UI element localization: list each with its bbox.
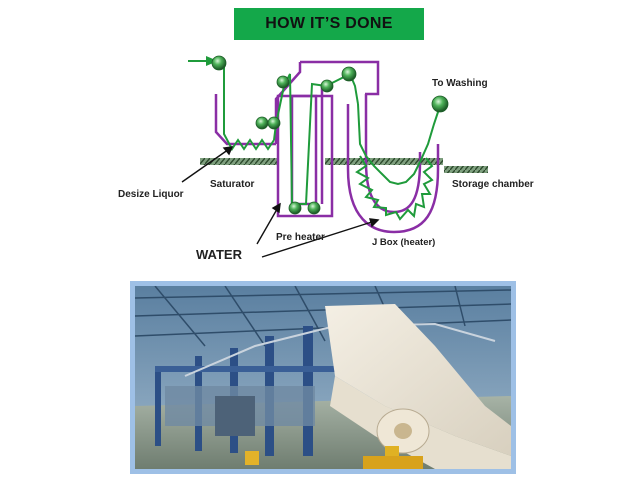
rollers [211, 55, 449, 215]
floor-bar-left [200, 158, 278, 165]
label-desize-liquor: Desize Liquor [118, 189, 184, 200]
slide-title: HOW IT’S DONE [234, 8, 424, 40]
floor-bar-right [444, 166, 488, 173]
roller-top-1 [276, 75, 290, 89]
floor-bar-mid [325, 158, 443, 165]
label-pointers [181, 146, 380, 258]
roller-bottom-1 [288, 201, 302, 215]
roller-top-2 [320, 79, 334, 93]
label-pre-heater: Pre heater [276, 232, 325, 243]
slide-title-text: HOW IT’S DONE [265, 15, 393, 32]
roller-squeeze-1 [255, 116, 269, 130]
label-storage-chamber: Storage chamber [452, 179, 534, 190]
j-box-fabric-folds [355, 155, 434, 221]
roller-entry [211, 55, 227, 71]
label-water: WATER [196, 247, 243, 262]
factory-photo [135, 286, 511, 469]
label-saturator: Saturator [210, 179, 255, 190]
roller-exit [431, 95, 449, 113]
factory-photo-frame [130, 281, 516, 474]
label-j-box: J Box (heater) [372, 237, 435, 248]
label-to-washing: To Washing [432, 78, 488, 89]
roller-top-3 [341, 66, 357, 82]
roller-bottom-2 [307, 201, 321, 215]
desizing-process-diagram: To Washing Saturator Desize Liquor Stora… [118, 55, 534, 262]
roller-squeeze-2 [267, 116, 281, 130]
